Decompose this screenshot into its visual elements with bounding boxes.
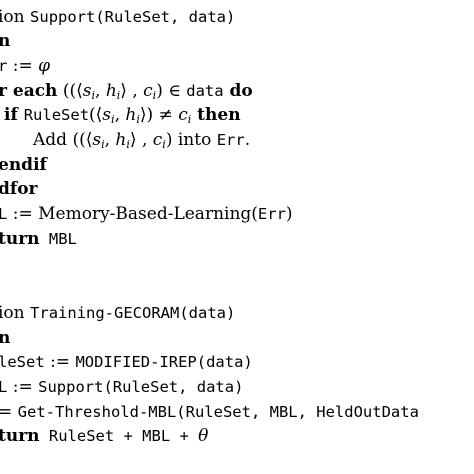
tuple-open: ((⟨ [57,81,83,101]
close-paren: ) [285,204,293,224]
endfor-keyword: dfor [0,178,38,202]
math-c: c [143,81,153,101]
ruleset-var: RuleSet [23,106,90,124]
if-line: if RuleSet(⟨si, hi⟩) ≠ ci then [4,104,241,128]
comma: , [104,130,116,150]
err-var: r [0,57,8,75]
math-h: h [105,81,117,101]
mbl-var-fragment: L [0,205,8,223]
sub-i: i [187,113,192,126]
data-var: data [186,82,224,100]
sub-i: i [136,113,140,126]
err-var: Err [257,205,286,223]
function-support-header: ion Support(RuleSet, data) [0,6,235,30]
sub-i: i [101,138,105,151]
sub-i: i [111,113,115,126]
memory-based-learning-call: := Memory-Based-Learning( [7,204,258,224]
get-threshold-call: Get-Threshold-MBL(RuleSet, MBL, HeldOutD… [17,403,419,421]
function-signature: Support(RuleSet, data) [30,8,236,26]
keyword-function-fragment: ion [0,7,31,27]
assign-op: := [44,352,76,372]
mbl-var-fragment: L [0,378,8,396]
math-h: h [115,130,127,150]
endif-text: endif [0,155,47,175]
begin-keyword: n [0,30,10,54]
return-mbl-line: turn MBL [0,228,77,252]
then-keyword: then [191,105,241,125]
err-var: Err [216,131,245,149]
mbl-assign-line: L := Memory-Based-Learning(Err) [0,203,293,227]
do-keyword: do [223,81,253,101]
begin-fragment: n [0,31,11,51]
math-c: c [152,130,163,150]
threshold-line: = Get-Threshold-MBL(RuleSet, MBL, HeldOu… [0,401,419,425]
tuple-mid: ⟩ , [129,130,153,150]
return-expression: RuleSet + MBL + [39,427,199,445]
begin-fragment: n [0,328,11,348]
assign-op: := [7,56,39,76]
err-init-line: r := φ [0,55,50,79]
tuple-mid: ⟩ , [120,81,144,101]
comma: , [95,81,106,101]
for-each-keyword: r each [0,81,58,101]
assign-op: := [7,377,39,397]
not-equal: ⟩) ≠ [139,105,179,125]
comma: , [114,105,126,125]
math-h: h [125,105,137,125]
return-keyword-fragment: turn [0,229,40,249]
mbl-var: MBL [39,230,77,248]
add-text: Add ((⟨ [33,130,93,150]
keyword-function-fragment: ion [0,303,31,323]
return-keyword-fragment: turn [0,426,40,446]
mbl-support-line: L := Support(RuleSet, data) [0,376,243,400]
support-call: Support(RuleSet, data) [38,378,244,396]
into-text: ) into [165,130,217,150]
if-keyword: if [4,105,24,125]
endfor-fragment: dfor [0,179,38,199]
angle-open: (⟨ [89,105,103,125]
math-s: s [92,130,102,150]
add-line: Add ((⟨si, hi⟩ , ci) into Err. [33,129,250,153]
sub-i: i [91,89,95,102]
math-s: s [102,105,112,125]
sub-i: i [116,89,121,102]
sub-i: i [162,138,166,151]
return-sum-line: turn RuleSet + MBL + θ [0,425,208,449]
begin-keyword: n [0,327,10,351]
empty-set-symbol: φ [38,56,51,76]
math-c: c [178,105,188,125]
for-each-line: r each ((⟨si, hi⟩ , ci) ∈ data do [0,80,253,104]
theta-symbol: θ [198,426,209,446]
ruleset-var-fragment: leSet [0,353,45,371]
endif-keyword: endif [0,154,47,178]
ruleset-assign-line: leSet := MODIFIED-IREP(data) [0,351,253,375]
period: . [244,130,251,150]
modified-irep-call: MODIFIED-IREP(data) [75,353,253,371]
sub-i: i [152,89,157,102]
equals-fragment: = [0,402,13,422]
function-training-header: ion Training-GECORAM(data) [0,302,235,326]
sub-i: i [126,138,130,151]
function-signature: Training-GECORAM(data) [30,304,236,322]
math-s: s [82,81,92,101]
element-of: ) ∈ [156,81,187,101]
